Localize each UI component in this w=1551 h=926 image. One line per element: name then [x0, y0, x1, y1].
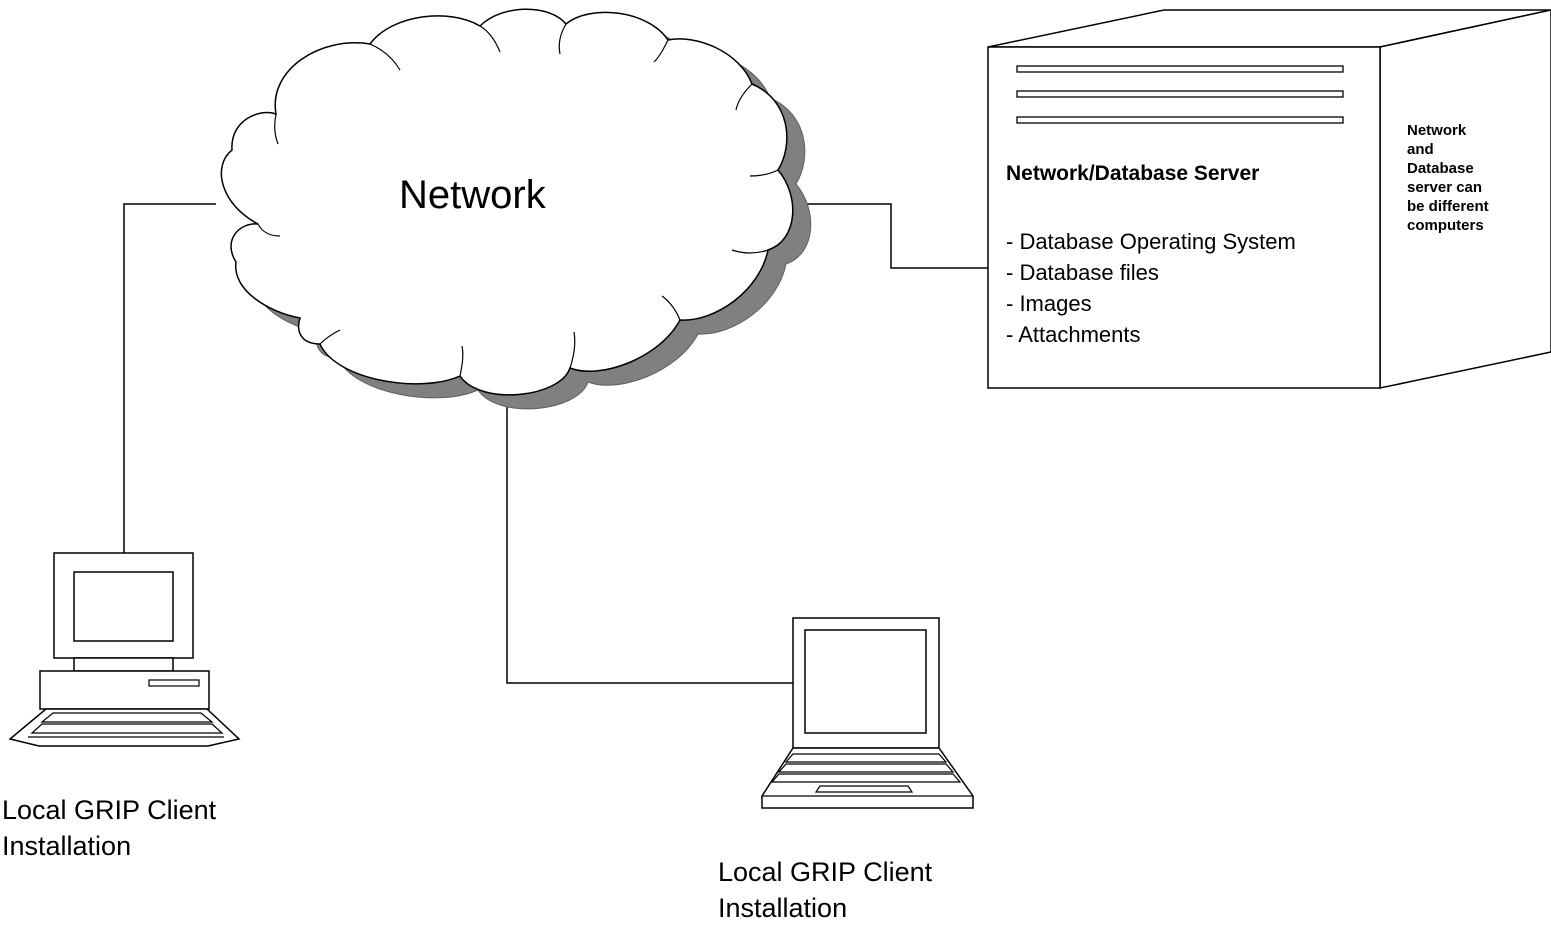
- desktop-drive-slot: [148, 679, 200, 687]
- server-item-attachments: - Attachments: [1006, 322, 1141, 347]
- laptop-computer-icon: [761, 617, 974, 809]
- server-item-images: - Images: [1006, 291, 1092, 316]
- connector-cloud-to-desktop: [123, 203, 216, 553]
- server-side-note: Network and Database server can be diffe…: [1407, 122, 1489, 234]
- server-box: [987, 9, 1551, 389]
- connector-cloud-to-laptop: [506, 378, 793, 684]
- server-front-face: [987, 46, 1381, 389]
- desktop-keyboard-keys: [28, 712, 224, 738]
- connector-cloud-to-server: [807, 203, 988, 269]
- desktop-computer-icon: [8, 552, 241, 747]
- network-cloud: [220, 8, 812, 410]
- server-drive-slot-1: [1016, 65, 1344, 73]
- desktop-base-unit: [39, 670, 210, 710]
- laptop-client-label: Local GRIP Client Installation: [718, 857, 933, 923]
- network-label: Network: [399, 173, 546, 217]
- server-title: Network/Database Server: [1006, 162, 1260, 185]
- desktop-client-label: Local GRIP Client Installation: [2, 795, 217, 861]
- laptop-keyboard-keys: [762, 753, 973, 797]
- server-item-db-files: - Database files: [1006, 260, 1159, 285]
- server-drive-slot-2: [1016, 90, 1344, 98]
- desktop-keyboard: [8, 708, 241, 747]
- desktop-screen: [73, 571, 174, 642]
- server-item-os: - Database Operating System: [1006, 229, 1296, 254]
- desktop-monitor-stand: [73, 657, 174, 672]
- server-drive-slot-3: [1016, 116, 1344, 124]
- server-contents-list: - Database Operating System - Database f…: [1006, 226, 1296, 350]
- laptop-screen: [804, 629, 927, 734]
- connection-lines: [123, 203, 988, 684]
